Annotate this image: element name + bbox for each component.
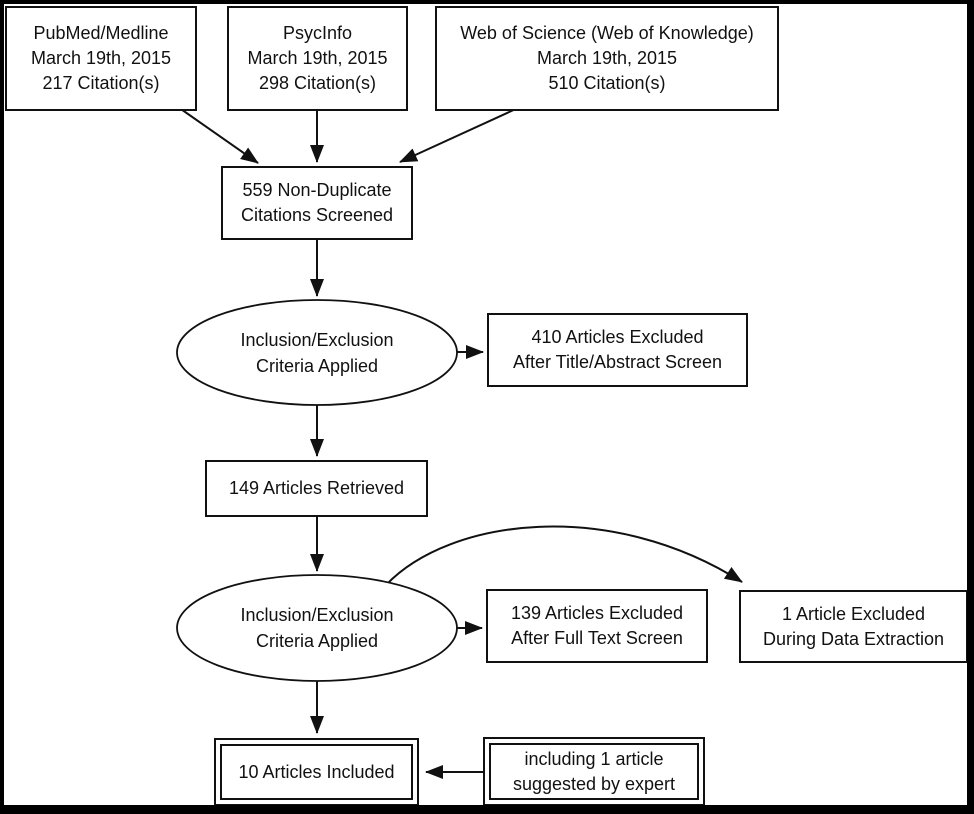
criteria-ellipse-1: [176, 299, 458, 406]
excluded-full-text-box: 139 Articles Excluded After Full Text Sc…: [486, 589, 708, 663]
excluded-title-abstract-box: 410 Articles Excluded After Title/Abstra…: [487, 313, 748, 387]
source-date: March 19th, 2015: [247, 48, 388, 68]
box-line: suggested by expert: [512, 773, 676, 794]
screened-box: 559 Non-Duplicate Citations Screened: [221, 166, 413, 240]
source-date: March 19th, 2015: [536, 48, 678, 68]
arrow-criteria2-to-excluded-data-extraction: [385, 525, 743, 586]
source-name: Web of Science (Web of Knowledge): [460, 23, 754, 43]
box-line: Criteria Applied: [255, 631, 379, 651]
box-line: 139 Articles Excluded: [510, 603, 684, 623]
box-line: Inclusion/Exclusion: [240, 605, 394, 625]
box-line: After Full Text Screen: [511, 628, 683, 648]
box-line: 1 Article Excluded: [781, 603, 926, 624]
box-line: Inclusion/Exclusion: [240, 329, 394, 350]
expert-suggestion-box-inner: including 1 article suggested by expert: [489, 743, 699, 800]
source-box-psycinfo: PsycInfo March 19th, 2015 298 Citation(s…: [227, 6, 408, 111]
box-line: Criteria Applied: [255, 355, 379, 376]
retrieved-box: 149 Articles Retrieved: [205, 460, 428, 517]
source-box-web-of-science: Web of Science (Web of Knowledge) March …: [435, 6, 779, 111]
included-box-inner: 10 Articles Included: [220, 744, 413, 800]
source-count: 298 Citation(s): [258, 73, 377, 93]
box-line: 410 Articles Excluded: [531, 327, 704, 347]
excluded-data-extraction-box: 1 Article Excluded During Data Extractio…: [739, 590, 967, 663]
criteria-ellipse-2: [176, 574, 458, 682]
expert-suggestion-box: including 1 article suggested by expert: [483, 737, 705, 805]
source-count: 510 Citation(s): [548, 73, 666, 93]
box-line: Citations Screened: [240, 205, 394, 225]
source-count: 217 Citation(s): [42, 73, 160, 93]
included-box: 10 Articles Included: [214, 738, 419, 805]
box-line: including 1 article: [524, 748, 664, 769]
arrow-pubmed-to-screened: [177, 106, 259, 164]
source-date: March 19th, 2015: [30, 48, 172, 68]
criteria-ellipse-2-label: Inclusion/Exclusion Criteria Applied: [177, 575, 457, 681]
box-line: 559 Non-Duplicate: [242, 180, 392, 200]
box-line: 10 Articles Included: [238, 761, 395, 782]
criteria-ellipse-1-label: Inclusion/Exclusion Criteria Applied: [177, 300, 457, 405]
source-name: PubMed/Medline: [33, 23, 169, 43]
box-line: During Data Extraction: [762, 628, 945, 649]
source-name: PsycInfo: [282, 23, 353, 43]
box-line: 149 Articles Retrieved: [228, 478, 405, 498]
arrow-webofscience-to-screened: [399, 107, 519, 163]
box-line: After Title/Abstract Screen: [512, 352, 723, 372]
source-box-pubmed: PubMed/Medline March 19th, 2015 217 Cita…: [5, 6, 197, 111]
